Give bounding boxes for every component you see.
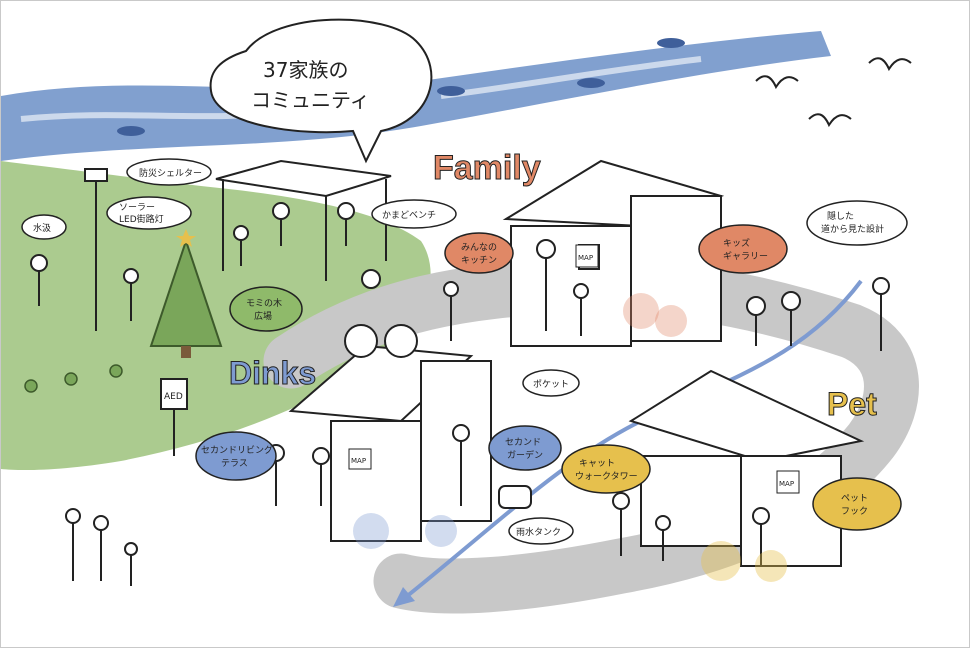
bubble-tank-text: 雨水タンク [516,526,561,538]
family-house [502,159,725,347]
bubble-pocket: ポケット [522,369,580,397]
title-speech-bubble [209,18,433,164]
bird-icon [868,57,912,72]
bubble-kitchen-text-1: みんなの [461,242,497,253]
star-icon [176,229,196,247]
bubble-mizu: 水汲 [21,214,67,240]
flower-beds [353,293,787,582]
aed-label: AED [164,392,183,402]
bubble-gallery-text-1: キッズ [723,237,750,249]
solar-panel-icon [84,168,108,182]
bubble-terrace-text-1: セカンドリビング [201,444,273,456]
map-board [776,470,800,494]
bubble-design: 隠した 道から見た設計 [806,200,908,246]
bubble-solar: ソーラー LED街路灯 [106,196,192,230]
bubble-terrace-text-2: テラス [221,458,248,469]
bubble-design-text-2: 道から見た設計 [821,223,884,235]
fish-icon [117,126,145,136]
bubble-kitchen-text-2: キッチン [461,255,497,266]
bubble-pocket-text: ポケット [533,379,569,390]
bubble-solar-text-1: ソーラー [119,202,155,213]
bubble-terrace: セカンドリビング テラス [195,431,277,481]
running-kids [24,364,123,393]
bubble-catwalk-text-2: ウォークタワー [575,471,638,482]
bubble-gallery: キッズ ギャラリー [698,224,788,274]
dinks-house [288,344,492,542]
zone-label-dinks: Dinks [229,355,316,391]
rain-tank [498,485,532,509]
map-label: MAP [351,457,366,465]
fish-icon [437,86,465,96]
bubble-mizu-text: 水汲 [33,222,51,234]
bubble-kamado-text: かまどベンチ [382,210,436,221]
bubble-bousai: 防災シェルター [126,158,212,186]
bubble-gallery-text-2: ギャラリー [723,251,768,262]
bubble-kamado: かまどベンチ [371,199,457,229]
bubble-petnook-text-2: フック [841,506,868,517]
birds [755,57,912,128]
bubble-catwalk: キャット ウォークタワー [561,444,651,494]
stream-arrow [393,587,415,607]
zone-label-pet: Pet [827,386,877,422]
zone-label-family: Family [433,149,541,187]
map-board [575,244,599,268]
bubble-bousai-text: 防災シェルター [139,167,202,179]
bubble-design-text-1: 隠した [827,210,854,222]
bubble-catwalk-text-1: キャット [579,459,615,469]
bubble-mogi: モミの木 広場 [229,286,303,332]
map-board [348,448,372,470]
bubble-kitchen: みんなの キッチン [444,232,514,274]
fir-tree-trunk [181,346,191,358]
bubble-garden-text-2: ガーデン [507,449,543,461]
bubble-petnook: ペット フック [812,477,902,531]
fish-icon [577,78,605,88]
fish-icon [657,38,685,48]
title-line-2: コミュニティ [251,88,370,112]
map-label: MAP [779,480,794,488]
title-line-1: 37家族の [263,58,348,82]
bird-icon [755,75,799,90]
bird-icon [808,113,852,128]
bubble-petnook-text-1: ペット [841,494,868,504]
bubble-mogi-text-1: モミの木 [246,297,282,309]
bubble-mogi-text-2: 広場 [254,310,272,322]
map-label: MAP [578,254,593,262]
bubble-garden: セカンド ガーデン [488,425,562,471]
bubble-tank: 雨水タンク [508,517,574,545]
bubble-solar-text-2: LED街路灯 [119,213,164,225]
bubble-garden-text-1: セカンド [505,437,541,448]
people [30,202,890,586]
